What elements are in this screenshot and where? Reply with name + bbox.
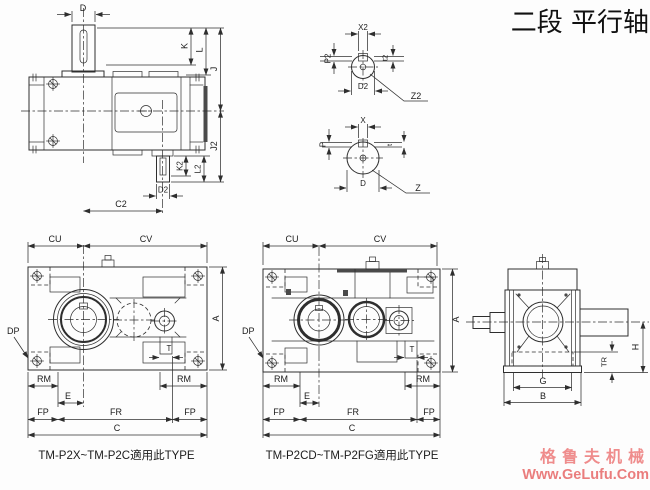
leader-z2	[369, 73, 428, 102]
dim-label-t: T	[167, 344, 172, 353]
end-view: G B H TR	[466, 254, 649, 406]
dim-label-fr: FR	[110, 407, 122, 417]
housing-outline	[27, 266, 208, 371]
dim-label-fr: FR	[347, 407, 359, 417]
dim-label-l2: L2	[194, 164, 203, 173]
dim-label-fp-right: FP	[184, 407, 196, 417]
front-view-large: CU CV A DP T RM RM E FP FR FP C TM-P2	[242, 234, 461, 462]
dim-label-x: X	[360, 116, 366, 125]
watermark-brand: 格鲁夫机械	[540, 447, 650, 466]
output-shaft	[156, 155, 170, 183]
t-tab	[404, 340, 418, 359]
dim-label-j2: J2	[209, 141, 219, 151]
dim-label-cv: CV	[374, 234, 387, 244]
bolt-symbol	[46, 134, 60, 148]
dim-label-d-section: D	[360, 179, 366, 188]
keyway	[358, 53, 368, 62]
keyway	[358, 139, 368, 148]
bearing-cover-hatch	[203, 86, 208, 142]
dim-label-e: E	[304, 391, 310, 401]
dim-label-c2: C2	[115, 199, 127, 209]
dim-label-dp: DP	[242, 326, 255, 336]
dim-label-cu: CU	[286, 234, 299, 244]
bolt-symbol	[46, 77, 60, 91]
dim-label-d2: D2	[158, 186, 169, 195]
oil-plug	[365, 261, 380, 270]
dim-label-rm-right: RM	[416, 374, 430, 384]
dim-label-k2: K2	[176, 161, 185, 171]
top-cover-edge	[337, 269, 407, 273]
dim-label-p2: P2	[324, 53, 333, 63]
dim-label-fp-left: FP	[37, 407, 49, 417]
input-shaft-end	[472, 316, 491, 329]
dim-label-t2: t2	[381, 55, 390, 61]
dim-label-c: C	[114, 423, 121, 433]
leader-dp	[13, 336, 29, 359]
dim-label-g: G	[539, 376, 546, 386]
watermark-site: Www.GeLufu.Com	[522, 467, 649, 483]
dim-label-b: B	[540, 391, 546, 401]
dim-label-a: A	[211, 315, 221, 321]
dim-label-rm-right: RM	[177, 374, 191, 384]
dim-label-l: L	[195, 47, 205, 52]
dim-label-x2: X2	[358, 23, 368, 32]
shaft-section-z2: X2 P2 t2 D2 Z2	[320, 23, 428, 102]
dim-label-fp-right: FP	[423, 407, 435, 417]
leader-z	[371, 169, 430, 194]
dim-label-cv: CV	[140, 234, 153, 244]
oil-plug	[101, 259, 115, 268]
side-view: D K L J J2 K2 L2 D2 C2	[21, 3, 224, 214]
page-title: 二段 平行轴	[511, 8, 649, 38]
shaft-section-z: X P t D Z	[319, 116, 430, 194]
dim-label-t: T	[410, 345, 415, 354]
dim-label-d: D	[80, 3, 87, 13]
dim-label-dp: DP	[7, 326, 20, 336]
front-view-small: CU CV A DP T RM RM E FP FR FP C TM-P2	[7, 234, 227, 462]
dim-label-rm-left: RM	[274, 374, 288, 384]
dim-label-rm-left: RM	[37, 374, 51, 384]
caption-small: TM-P2X~TM-P2C適用此TYPE	[38, 448, 195, 462]
caption-large: TM-P2CD~TM-P2FG適用此TYPE	[266, 448, 439, 462]
dim-label-tr: TR	[600, 356, 609, 367]
dim-label-t: t	[385, 143, 394, 146]
dim-label-p: P	[319, 142, 328, 147]
dim-label-d2-section: D2	[358, 82, 369, 91]
inspection-plate	[114, 92, 178, 133]
dim-label-fp-left: FP	[273, 407, 285, 417]
foot-tabs	[28, 267, 207, 370]
watermark: 格鲁夫机械 Www.GeLufu.Com	[522, 447, 650, 483]
dim-label-cu: CU	[49, 234, 62, 244]
dim-label-c: C	[349, 423, 356, 433]
dim-label-a: A	[451, 316, 461, 322]
output-shaft-end	[579, 308, 629, 337]
foot-hidden-line	[511, 351, 574, 367]
leader-dp	[248, 336, 264, 359]
dim-label-z2: Z2	[411, 91, 422, 101]
dim-label-z: Z	[415, 183, 421, 193]
dim-label-k: K	[180, 43, 190, 49]
dim-label-h: H	[631, 344, 641, 351]
dim-label-e: E	[65, 391, 71, 401]
t-tab	[159, 336, 173, 355]
dim-label-j: J	[209, 67, 219, 72]
